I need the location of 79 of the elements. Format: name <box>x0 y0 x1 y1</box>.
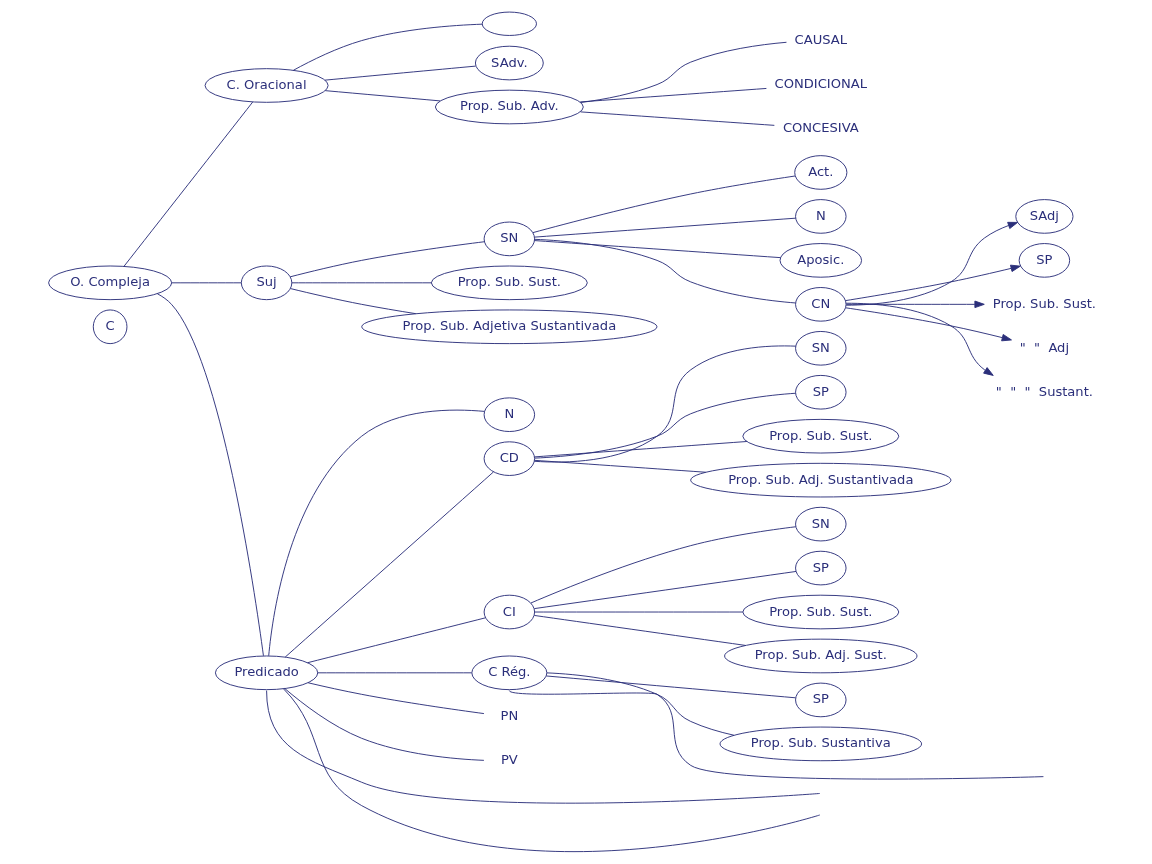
connector <box>533 345 796 463</box>
connector <box>289 241 485 278</box>
node-ellipse: Suj <box>240 265 292 301</box>
connector <box>306 617 486 664</box>
connector <box>123 101 253 267</box>
node-ellipse: SP <box>794 374 847 410</box>
node-ellipse: Prop. Sub. Adjetiva Sustantivada <box>360 309 657 345</box>
node-ellipse: CN <box>794 287 847 322</box>
connector <box>323 65 476 81</box>
node-ellipse: SP <box>794 682 847 718</box>
node-text: " " " Sustant. <box>995 383 1093 399</box>
arrow <box>845 221 1018 306</box>
connector <box>170 282 241 284</box>
connector <box>282 688 820 852</box>
connector <box>289 288 416 315</box>
node-ellipse: N <box>483 397 535 432</box>
connector <box>283 688 484 761</box>
node-text: CONDICIONAL <box>774 76 867 92</box>
node-text: CONCESIVA <box>782 119 859 135</box>
node-ellipse: N <box>794 199 847 234</box>
connector <box>316 672 472 674</box>
node-ellipse <box>481 11 537 36</box>
arrow <box>845 300 985 309</box>
connector <box>156 293 264 657</box>
node-ellipse: Predicado <box>214 655 318 691</box>
node-ellipse: SN <box>483 221 535 257</box>
connector <box>533 611 743 613</box>
node-circle: C <box>92 309 127 345</box>
node-ellipse: C Rég. <box>470 655 547 691</box>
node-ellipse: Prop. Sub. Sust. <box>741 418 899 454</box>
connector <box>533 459 706 473</box>
arrow <box>844 264 1021 302</box>
connector <box>290 282 432 284</box>
node-ellipse: Prop. Sub. Sustantiva <box>719 726 922 762</box>
connector <box>530 526 796 604</box>
node-ellipse: Act. <box>793 155 847 190</box>
connector <box>284 471 494 658</box>
node-ellipse: Prop. Sub. Adj. Sust. <box>723 638 917 674</box>
connector <box>546 672 734 736</box>
connector <box>579 87 767 103</box>
connector <box>579 111 775 126</box>
connector <box>533 240 781 259</box>
node-ellipse: Prop. Sub. Sust. <box>430 265 588 301</box>
node-ellipse: CD <box>483 441 535 476</box>
arrow <box>845 302 994 376</box>
node-ellipse: Prop. Sub. Adj. Sustantivada <box>689 462 951 498</box>
node-ellipse: SN <box>794 506 847 542</box>
connector <box>545 675 796 699</box>
node-ellipse: Prop. Sub. Sust. <box>741 594 899 630</box>
connector <box>324 90 441 102</box>
connector <box>580 41 787 103</box>
node-ellipse: SAdj <box>1014 199 1073 234</box>
node-ellipse: CI <box>483 594 535 630</box>
connector <box>267 409 485 657</box>
connector <box>533 571 797 610</box>
node-text: Prop. Sub. Sust. <box>992 295 1096 311</box>
connector <box>292 23 483 71</box>
node-text: CAUSAL <box>794 32 847 48</box>
node-text: " " Adj <box>1019 339 1069 355</box>
connector <box>508 690 1044 780</box>
node-text: PV <box>500 752 518 768</box>
node-ellipse: Aposic. <box>779 243 862 278</box>
node-ellipse: SN <box>794 331 847 366</box>
node-ellipse: Prop. Sub. Adv. <box>434 89 584 125</box>
node-ellipse: SP <box>1018 243 1070 278</box>
connector <box>265 690 820 804</box>
connector <box>533 614 746 646</box>
node-ellipse: C. Oracional <box>204 68 329 103</box>
connector <box>533 441 747 458</box>
connector <box>532 175 795 234</box>
connector <box>533 238 796 304</box>
node-ellipse: SAdv. <box>474 45 544 81</box>
node-ellipse: SP <box>794 550 847 586</box>
arrow <box>844 307 1012 342</box>
node-ellipse: O. Compleja <box>47 265 172 301</box>
connector <box>533 392 796 459</box>
connector <box>307 682 484 715</box>
node-text: PN <box>500 708 518 724</box>
connector <box>533 217 796 238</box>
